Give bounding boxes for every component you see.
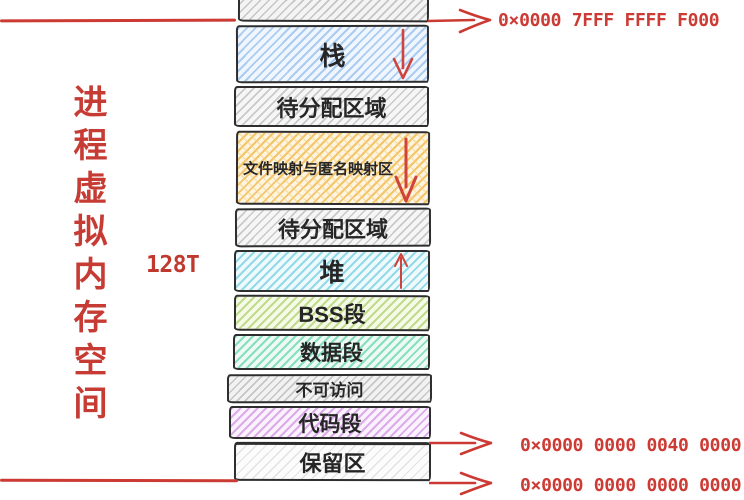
region-reserved: 保留区	[233, 441, 432, 482]
address-zero: 0×0000 0000 0000 0000	[520, 475, 742, 496]
region-data-segment-label: 数据段	[300, 342, 363, 365]
region-bss-label: BSS段	[298, 301, 366, 328]
top-address-arrow-icon	[428, 5, 494, 35]
region-code-segment-label: 代码段	[298, 412, 362, 436]
zero-address-boundary-line	[0, 478, 239, 483]
mmap-grow-down-arrow-icon	[392, 137, 420, 205]
heap-grow-up-arrow-icon	[391, 252, 411, 290]
region-code-segment: 代码段	[229, 406, 431, 439]
address-stack-top: 0×0000 7FFF FFFF F000	[498, 10, 720, 31]
region-file-anon-mapping-label: 文件映射与匿名映射区	[242, 160, 394, 178]
zero-address-arrow-icon	[429, 468, 495, 498]
region-inaccessible-label: 不可访问	[295, 380, 364, 401]
region-unallocated-upper: 待分配区域	[234, 86, 429, 127]
region-reserved-label: 保留区	[299, 450, 366, 477]
region-top-clipped	[237, 0, 430, 23]
region-unallocated-lower-label: 待分配区域	[277, 216, 389, 242]
address-code-start: 0×0000 0000 0040 0000	[520, 435, 742, 456]
region-bss: BSS段	[233, 294, 431, 332]
stack-grow-down-arrow-icon	[390, 28, 416, 82]
user-space-size-label: 128T	[146, 252, 200, 278]
region-data-segment: 数据段	[233, 334, 430, 370]
region-heap: 堆	[234, 250, 430, 292]
code-start-address-arrow-icon	[429, 428, 495, 458]
region-stack-label: 栈	[319, 40, 346, 71]
region-inaccessible: 不可访问	[226, 373, 433, 404]
region-unallocated-upper-label: 待分配区域	[276, 95, 387, 121]
region-unallocated-lower: 待分配区域	[234, 207, 432, 248]
region-heap-label: 堆	[319, 259, 345, 287]
diagram-title-vertical: 进程虚拟内存空间	[68, 84, 106, 428]
stack-top-boundary-line	[0, 18, 237, 23]
